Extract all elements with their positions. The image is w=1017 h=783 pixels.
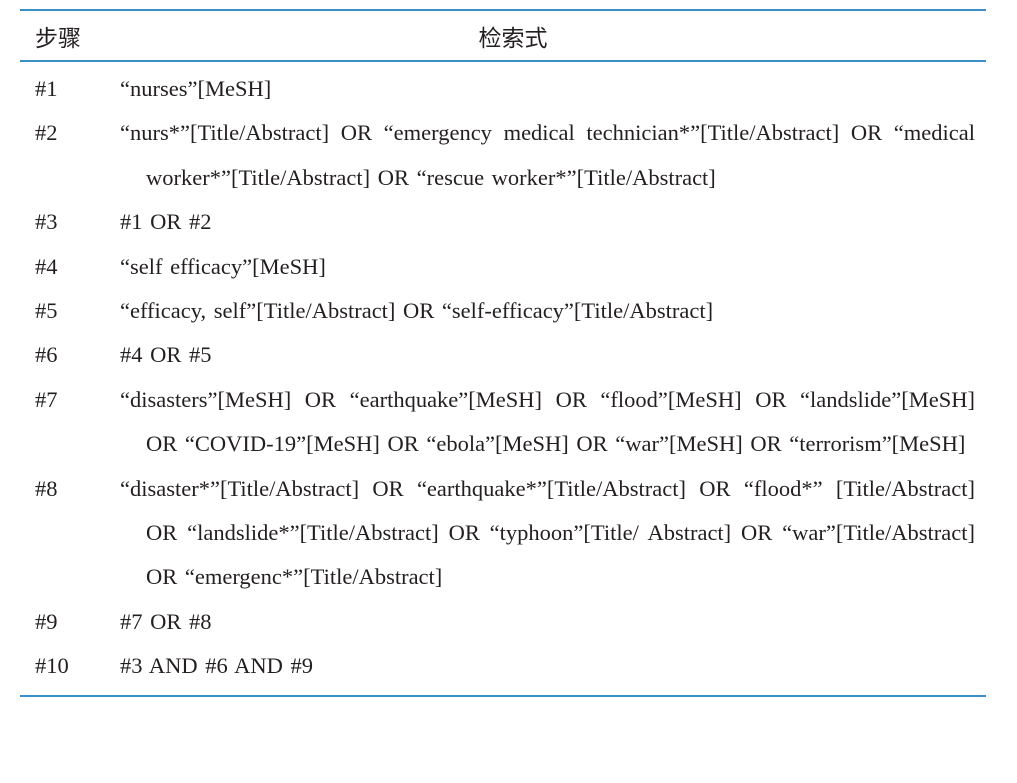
step-cell: #7 [35, 386, 58, 412]
step-cell: #1 [35, 76, 58, 101]
search-strategy-table: 步骤 检索式 #1 “nurses”[MeSH] #2 “nurs*”[Title/A… [20, 9, 986, 697]
query-cell: “nurses”[MeSH] [120, 76, 272, 101]
query-cell: “self efficacy”[MeSH] [120, 253, 326, 279]
table-row: #3 #1 OR #2 [20, 200, 986, 244]
header-step: 步骤 [35, 25, 81, 51]
query-cell: #4 OR #5 [120, 342, 212, 368]
top-rule [20, 9, 986, 11]
table-header: 步骤 检索式 [20, 11, 986, 60]
step-cell: #10 [35, 653, 69, 679]
table-row: #2 “nurs*”[Title/Abstract] OR “emergency … [20, 111, 986, 200]
step-cell: #4 [35, 253, 58, 279]
step-cell: #3 [35, 209, 58, 235]
query-cell: #1 OR #2 [120, 209, 212, 235]
table-row: #9 #7 OR #8 [20, 600, 986, 644]
header-query: 检索式 [478, 25, 548, 51]
table-body: #1 “nurses”[MeSH] #2 “nurs*”[Title/Abstract… [20, 62, 986, 695]
table-row: #5 “efficacy, self”[Title/Abstract] OR “s… [20, 289, 986, 333]
table-row: #1 “nurses”[MeSH] [20, 67, 986, 111]
table-row: #4 “self efficacy”[MeSH] [20, 245, 986, 289]
table-row: #10 #3 AND #6 AND #9 [20, 644, 986, 688]
step-cell: #8 [35, 475, 58, 501]
query-cell: “nurs*”[Title/Abstract] OR “emergency me… [120, 120, 975, 190]
query-cell: “disasters”[MeSH] OR “earthquake”[MeSH] … [120, 386, 975, 457]
table-row: #8 “disaster*”[Title/Abstract] OR “earthq… [20, 467, 986, 600]
bottom-rule [20, 694, 986, 697]
table-row: #6 #4 OR #5 [20, 333, 986, 377]
table-row: #7 “disasters”[MeSH] OR “earthquake”[MeSH… [20, 378, 986, 467]
step-cell: #6 [35, 342, 58, 368]
query-cell: #7 OR #8 [120, 608, 212, 634]
query-cell: “efficacy, self”[Title/Abstract] OR “sel… [120, 298, 714, 324]
query-cell: #3 AND #6 AND #9 [120, 653, 314, 679]
step-cell: #5 [35, 298, 58, 324]
step-cell: #2 [35, 120, 58, 146]
header-rule [20, 60, 986, 62]
step-cell: #9 [35, 608, 58, 634]
query-cell: “disaster*”[Title/Abstract] OR “earthqua… [120, 475, 975, 590]
